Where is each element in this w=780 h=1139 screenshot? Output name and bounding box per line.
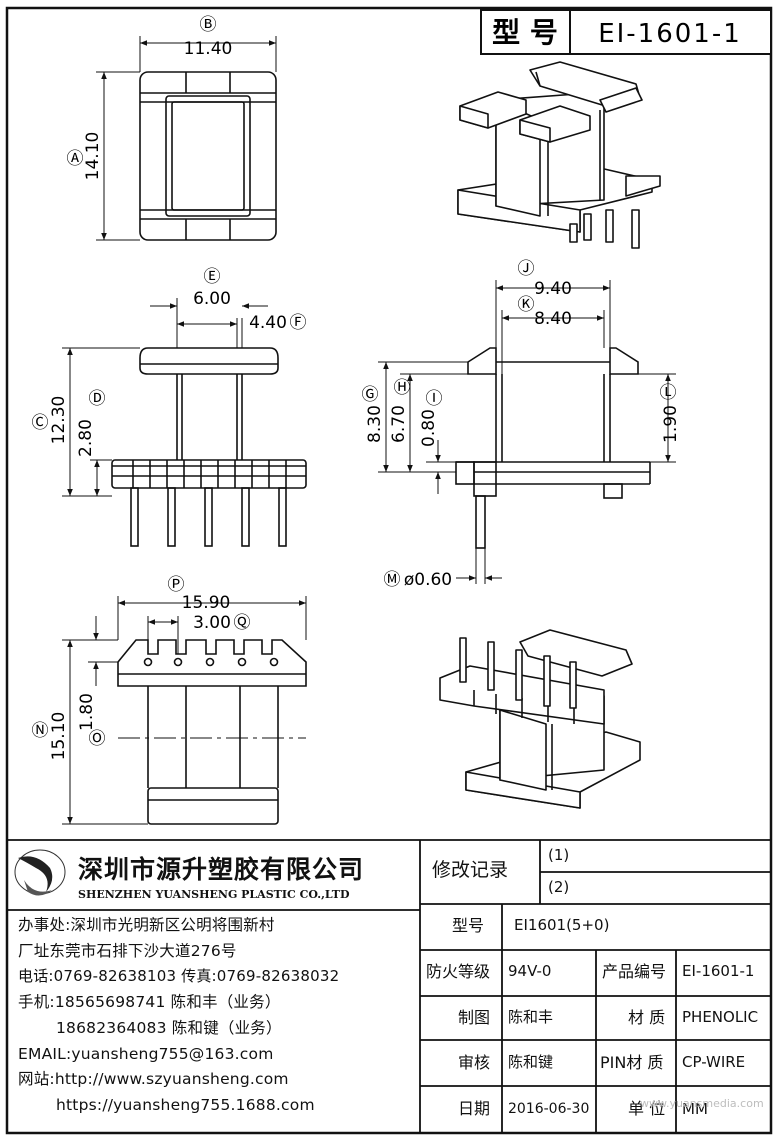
dim-top-width: 11.40	[184, 39, 233, 59]
website-2: https://yuansheng755.1688.com	[56, 1096, 315, 1114]
spec-product-no-value: EI-1601-1	[682, 962, 755, 980]
dim-d-marker: Ⓓ	[89, 389, 106, 409]
dim-front-e: 6.00	[193, 289, 231, 309]
dim-side-k: 8.40	[534, 309, 572, 329]
dim-c-marker: Ⓒ	[32, 413, 49, 433]
spec-pin-material-value: CP-WIRE	[682, 1053, 746, 1071]
dim-g-marker: Ⓖ	[362, 385, 379, 405]
spec-checked-value: 陈和键	[508, 1053, 554, 1071]
spec-date-value: 2016-06-30	[508, 1101, 590, 1117]
revision-label: 修改记录	[432, 859, 509, 881]
side-view	[455, 347, 651, 549]
email: EMAIL:yuansheng755@163.com	[18, 1045, 274, 1063]
dim-m-marker: Ⓜ	[384, 570, 401, 590]
spec-product-no-label: 产品编号	[602, 962, 667, 981]
spec-fire-value: 94V-0	[508, 962, 552, 980]
dim-bottom-o: 1.80	[77, 693, 97, 731]
dim-front-d: 2.80	[76, 419, 96, 457]
dim-top-height: 14.10	[83, 132, 103, 181]
dim-side-j: 9.40	[534, 279, 572, 299]
dim-j-marker: Ⓙ	[518, 259, 535, 279]
factory-address: 厂址东莞市石排下沙大道276号	[18, 942, 237, 960]
spec-date-label: 日期	[458, 1099, 491, 1118]
office-address: 办事处:深圳市光明新区公明将围新村	[18, 916, 275, 934]
model-header-value: EI-1601-1	[598, 19, 742, 49]
spec-model-value: EI1601(5+0)	[514, 916, 610, 934]
bottom-view-dims	[62, 596, 307, 825]
watermark: www.yuansmedia.com	[640, 1097, 764, 1110]
model-header-box: 型 号 EI-1601-1	[480, 9, 772, 55]
mobile-1: 手机:18565698741 陈和丰（业务）	[18, 993, 281, 1011]
dim-q-marker: Ⓠ	[234, 613, 251, 633]
dim-a-marker: Ⓐ	[67, 149, 84, 169]
bottom-view	[117, 639, 307, 825]
model-header-label: 型 号	[492, 16, 558, 49]
dim-pin-diameter: ø0.60	[404, 570, 452, 590]
dim-k-marker: Ⓚ	[518, 295, 535, 315]
dim-b-marker: Ⓑ	[200, 15, 217, 35]
spec-unit-label: 单 位	[628, 1099, 666, 1118]
dim-n-marker: Ⓝ	[32, 721, 49, 741]
website-1: 网站:http://www.szyuansheng.com	[18, 1070, 289, 1088]
dim-side-l: 1.90	[661, 405, 681, 443]
dim-i-marker: Ⓘ	[426, 389, 443, 409]
spec-pin-material-label: PIN材 质	[600, 1053, 664, 1072]
isometric-view-top	[457, 61, 661, 249]
revision-row-1: (1)	[548, 846, 570, 864]
dim-o-marker: Ⓞ	[89, 729, 106, 749]
spec-fire-label: 防火等级	[426, 962, 491, 981]
top-view	[139, 71, 277, 241]
spec-material-label: 材 质	[628, 1008, 666, 1027]
spec-model-label: 型号	[452, 916, 485, 935]
front-view	[111, 347, 307, 547]
spec-drawn-value: 陈和丰	[508, 1008, 554, 1026]
spec-material-value: PHENOLIC	[682, 1008, 759, 1026]
dim-bottom-q: 3.00	[193, 613, 231, 633]
dim-l-marker: Ⓛ	[660, 383, 677, 403]
dim-side-g: 8.30	[365, 405, 385, 443]
dim-front-f: 4.40	[249, 313, 287, 333]
dim-h-marker: Ⓗ	[394, 378, 411, 398]
top-view-dims	[96, 36, 277, 241]
dim-side-i: 0.80	[419, 409, 439, 447]
dim-p-marker: Ⓟ	[168, 575, 185, 595]
revision-row-2: (2)	[548, 878, 570, 896]
dim-front-c: 12.30	[49, 396, 69, 445]
dim-side-h: 6.70	[389, 405, 409, 443]
dim-e-marker: Ⓔ	[204, 267, 221, 287]
spec-unit-value: MM	[682, 1100, 708, 1118]
sheet-border	[5, 6, 773, 1135]
dim-bottom-n: 15.10	[49, 712, 69, 761]
dim-f-marker: Ⓕ	[290, 313, 307, 333]
company-name-cn: 深圳市源升塑胶有限公司	[78, 855, 365, 884]
dim-bottom-p: 15.90	[182, 593, 231, 613]
side-view-dims	[378, 280, 676, 584]
front-view-dims	[62, 298, 268, 497]
isometric-view-bottom	[439, 629, 641, 809]
mobile-2: 18682364083 陈和键（业务）	[56, 1019, 282, 1037]
company-name-en: SHENZHEN YUANSHENG PLASTIC CO.,LTD	[78, 888, 350, 901]
phone-fax: 电话:0769-82638103 传真:0769-82638032	[18, 967, 340, 985]
company-logo	[14, 849, 66, 896]
spec-checked-label: 审核	[458, 1053, 491, 1072]
title-block-grid	[7, 839, 771, 1133]
spec-drawn-label: 制图	[458, 1008, 491, 1027]
